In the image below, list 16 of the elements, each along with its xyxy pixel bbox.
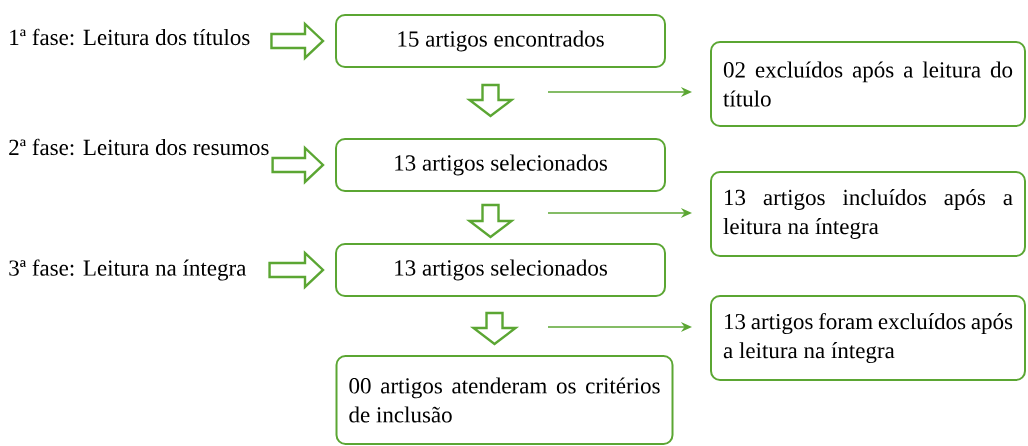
process-box: 02 excluídos após a leitura do título (710, 41, 1026, 127)
block-arrow (465, 83, 516, 118)
process-box: 13 artigos incluídos após a leitura na íntegra (710, 171, 1026, 257)
phase-label: 2ª fase: Leitura dos resumos (9, 138, 269, 156)
block-arrow (271, 145, 325, 185)
block-arrow (268, 250, 325, 290)
process-box: 15 artigos encontrados (335, 14, 666, 68)
process-box: 00 artigos atenderam os critérios de inclusão (335, 355, 674, 445)
block-arrow (469, 311, 520, 346)
block-arrow (465, 203, 516, 239)
block-arrow (270, 21, 325, 61)
phase-label: 3ª fase: Leitura na íntegra (9, 259, 247, 281)
process-box: 13 artigos selecionados (335, 138, 666, 192)
phase-label: 1ª fase: Leitura dos títulos (10, 28, 250, 46)
process-box: 13 artigos foram excluídos após a leitura na íntegra (710, 295, 1026, 381)
process-box: 13 artigos selecionados (335, 243, 666, 297)
